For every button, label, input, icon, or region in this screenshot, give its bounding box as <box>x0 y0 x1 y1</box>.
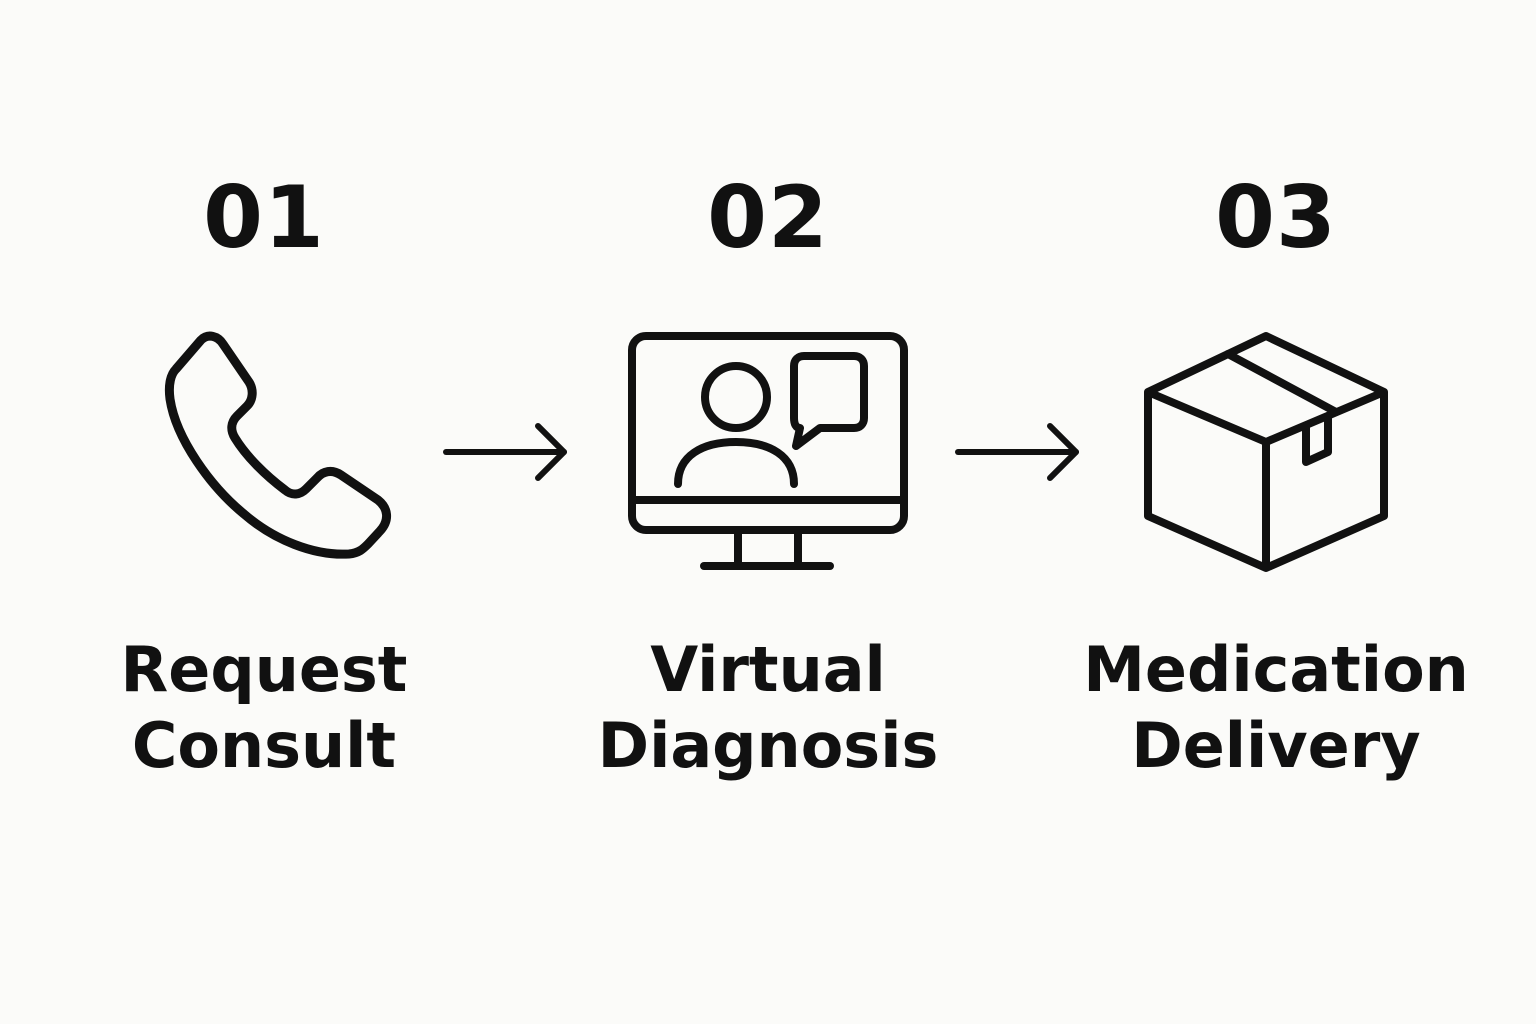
step-number: 02 <box>707 168 829 268</box>
step-label-line2: Diagnosis <box>597 709 939 782</box>
step-label-line1: Request <box>120 633 408 706</box>
step-label: Virtual Diagnosis <box>558 632 978 784</box>
arrow-right-icon <box>443 423 567 481</box>
phone-icon <box>164 331 391 559</box>
step-label-line1: Medication <box>1083 633 1469 706</box>
arrow-right-icon <box>955 423 1079 481</box>
step-number: 01 <box>203 168 325 268</box>
monitor-video-chat-icon <box>628 332 908 570</box>
step-label: Medication Delivery <box>1066 632 1486 784</box>
package-box-icon <box>1144 332 1388 572</box>
step-number: 03 <box>1215 168 1337 268</box>
step-label-line2: Delivery <box>1131 709 1421 782</box>
step-medication-delivery: 03 Medication Delivery <box>1066 0 1486 1024</box>
step-request-consult: 01 Request Consult <box>62 0 482 1024</box>
step-virtual-diagnosis: 02 Virtual Diagnosis <box>558 0 978 1024</box>
step-label-line1: Virtual <box>650 633 886 706</box>
step-label: Request Consult <box>54 632 474 784</box>
step-label-line2: Consult <box>131 709 397 782</box>
